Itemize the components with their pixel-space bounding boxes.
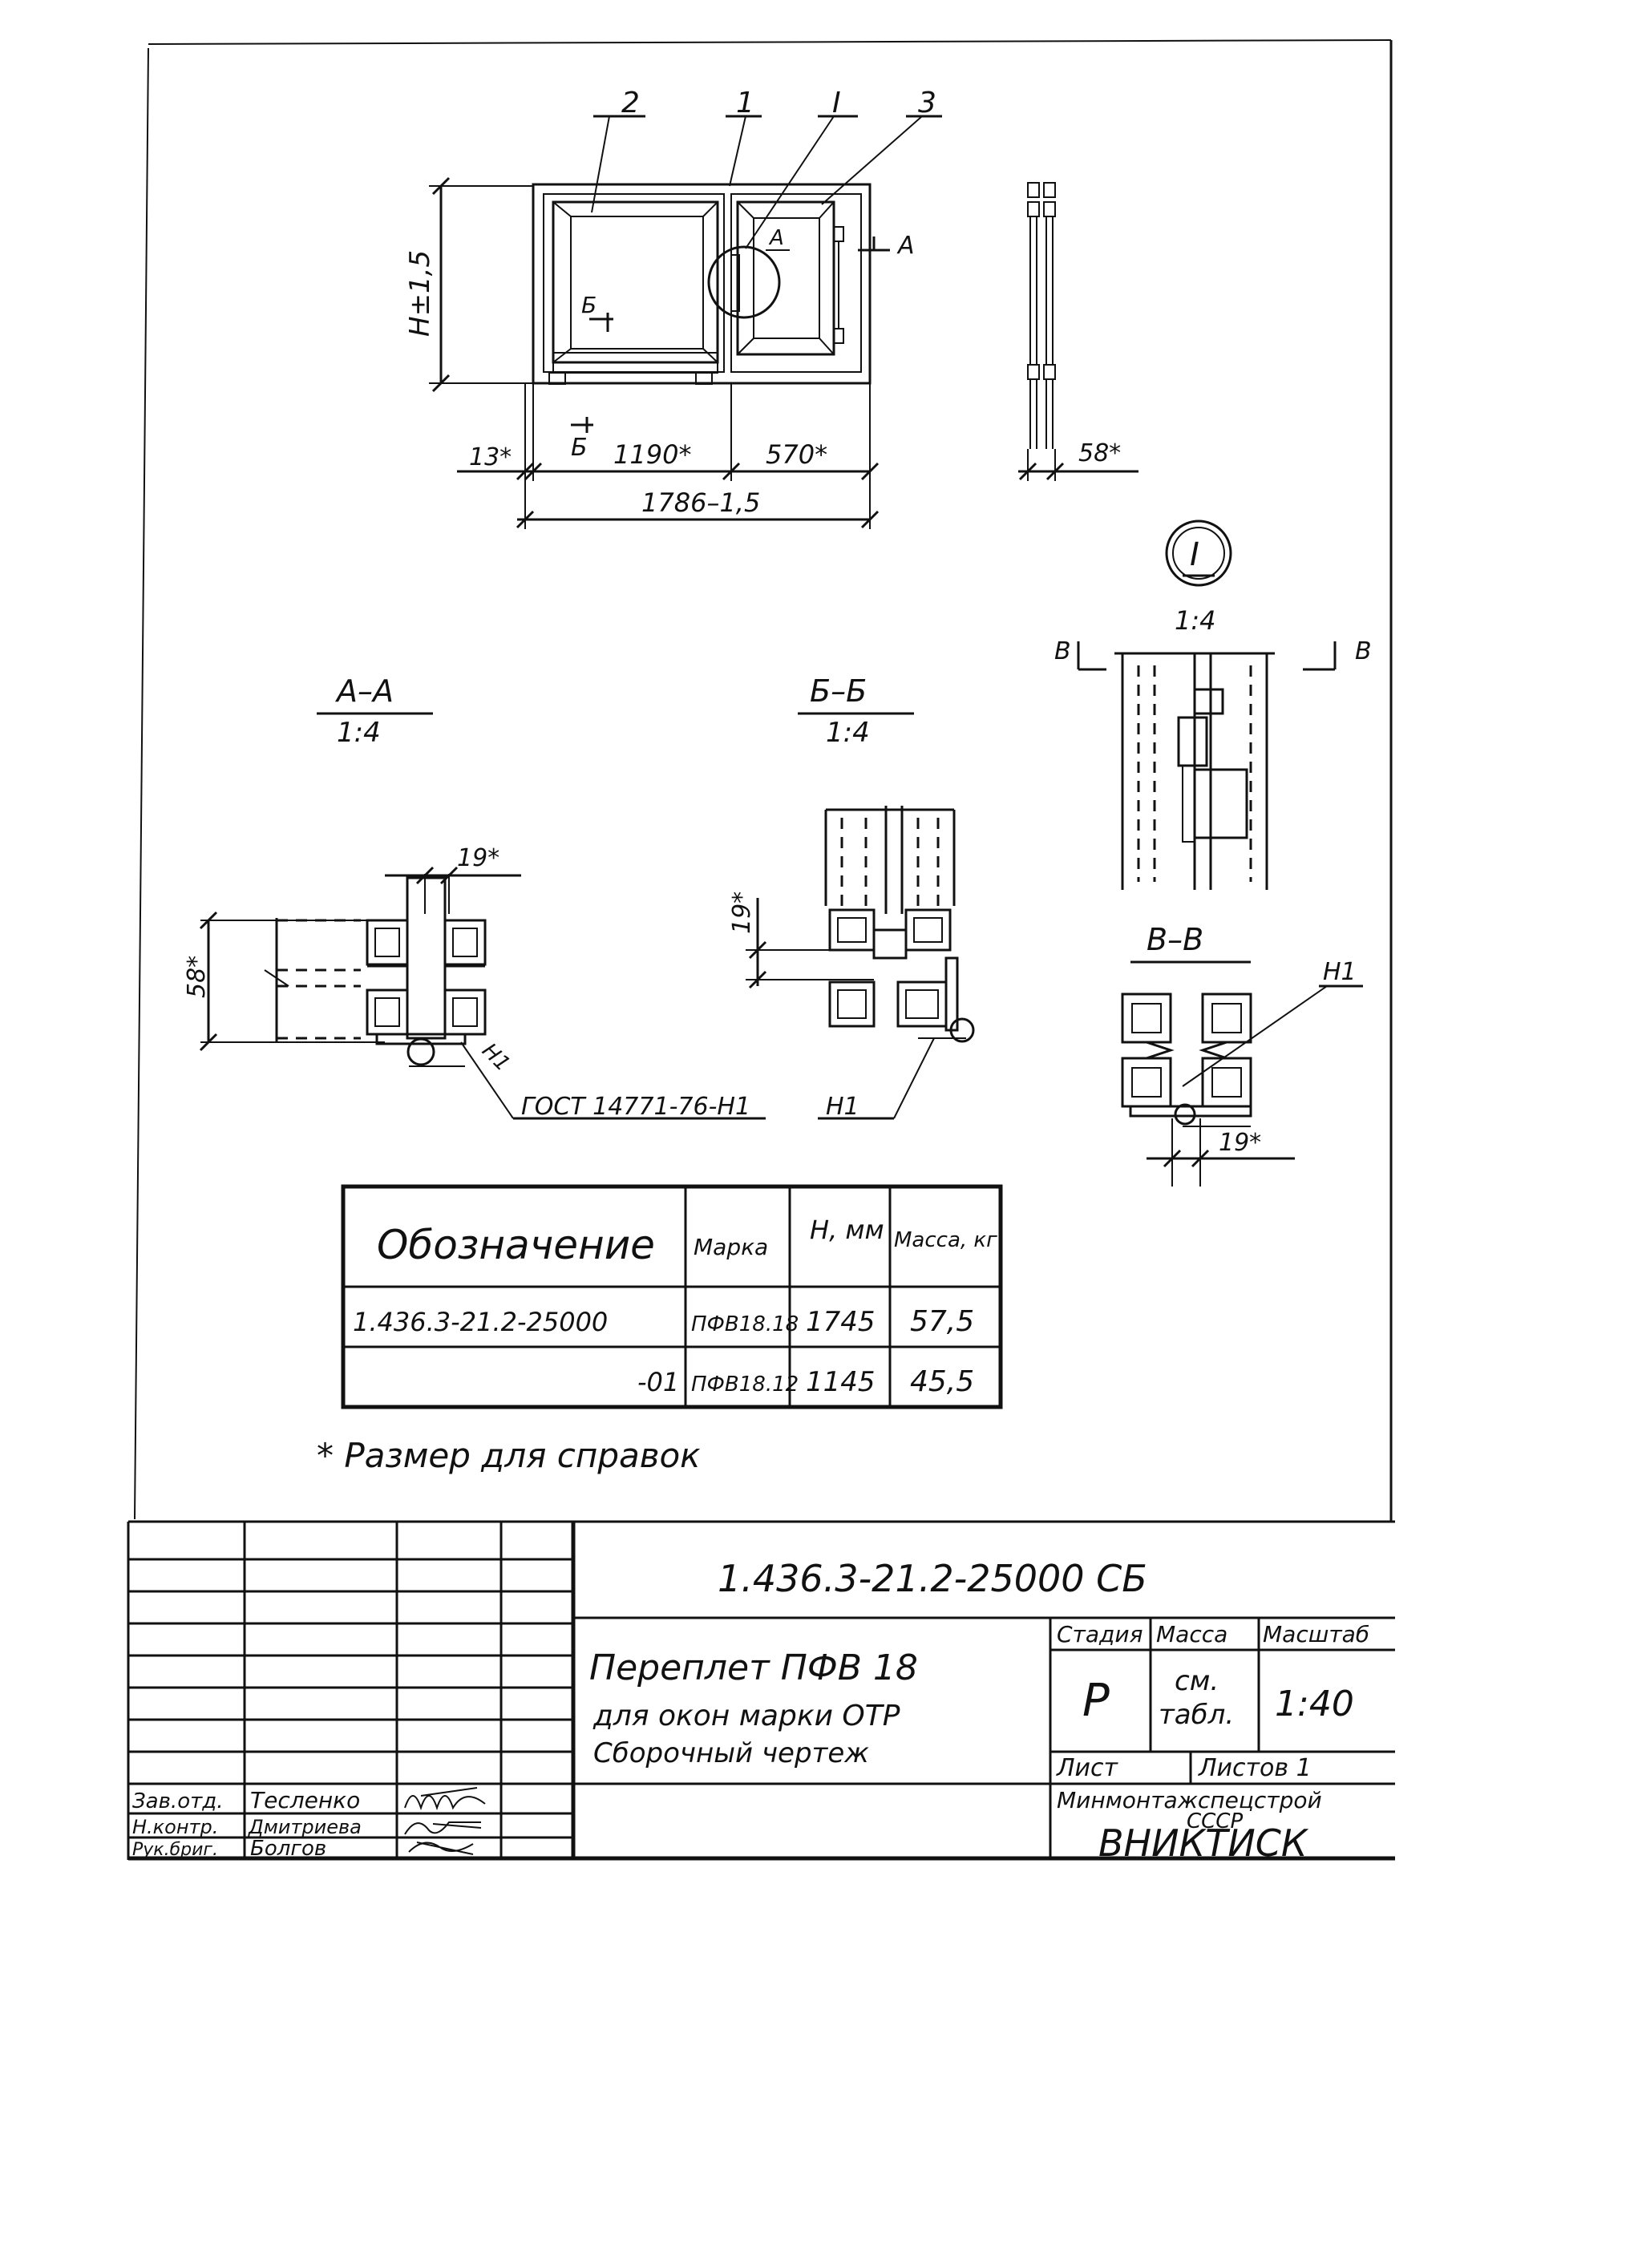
- section-vv-title: В–В: [1147, 922, 1203, 957]
- stage-header: Стадия: [1057, 1621, 1143, 1647]
- section-aa-view: A–A 1:4 19* 58*: [183, 673, 766, 1121]
- reference-size-note: * Размер для справок: [317, 1436, 701, 1475]
- section-aa-scale: 1:4: [337, 717, 381, 749]
- drawing-title-line3: Сборочный чертеж: [593, 1737, 869, 1769]
- sheet-frame: [127, 39, 1395, 1861]
- table-cell-r2-height: 1145: [806, 1366, 876, 1398]
- table-header-mass: Масса, кг: [894, 1228, 997, 1252]
- section-aa-dim-top: 19*: [457, 844, 499, 872]
- table-cell-r1-designation: 1.436.3-21.2-25000: [353, 1307, 608, 1337]
- section-mark-v-left: B: [1054, 637, 1071, 665]
- signature-name-3: Болгов: [250, 1837, 326, 1861]
- section-bb-scale: 1:4: [826, 717, 870, 749]
- height-dimension: H±1,5: [404, 250, 436, 337]
- signature-scribble-1: [404, 1787, 486, 1811]
- section-aa-title: A–A: [334, 673, 394, 709]
- table-cell-r2-mass: 45,5: [910, 1365, 974, 1398]
- signature-scribble-2: [404, 1821, 482, 1835]
- mass-value-line1: см.: [1175, 1665, 1219, 1697]
- dim-1190: 1190*: [613, 439, 691, 470]
- table-cell-r1-mark: ПФВ18.18: [691, 1312, 799, 1336]
- side-depth-dimension: 58*: [1078, 439, 1121, 467]
- section-aa-dim-left: 58*: [183, 956, 211, 998]
- table-header-height: Н, мм: [810, 1215, 884, 1245]
- signature-role-2: Н.контр.: [132, 1816, 218, 1838]
- drawing-title-line2: для окон марки ОТР: [592, 1700, 900, 1732]
- drawing-title-line1: Переплет ПФВ 18: [589, 1647, 918, 1688]
- mass-value-line2: табл.: [1159, 1699, 1234, 1731]
- overall-width-dimension: 1786–1,5: [641, 487, 760, 518]
- table-cell-r2-mark: ПФВ18.12: [691, 1373, 799, 1397]
- org-ministry-line2: СССР: [1187, 1809, 1243, 1833]
- org-name: ВНИКТИСК: [1098, 1821, 1309, 1865]
- detail-i-view: I 1:4 B B: [1054, 519, 1372, 890]
- callout-i: I: [832, 87, 841, 119]
- spec-table: Обозначение Марка Н, мм Масса, кг 1.436.…: [341, 1184, 1003, 1409]
- window-elevation-view: 2 1 I 3 A A Б H±1,5 13* Б 1190*: [404, 87, 1138, 529]
- sheets-count-label: Листов 1: [1198, 1754, 1312, 1782]
- section-mark-v-right: B: [1355, 637, 1372, 665]
- section-vv-view: В–В Н1 19*: [1121, 922, 1363, 1187]
- callout-3: 3: [918, 87, 936, 119]
- section-mark-a-right: A: [896, 232, 915, 260]
- detail-i-scale: 1:4: [1175, 605, 1216, 636]
- sheet-label: Лист: [1056, 1754, 1119, 1782]
- table-cell-r1-mass: 57,5: [910, 1305, 974, 1338]
- section-aa-weld-label: Н1: [477, 1039, 515, 1077]
- scale-header: Масштаб: [1263, 1621, 1369, 1647]
- table-header-mark: Марка: [694, 1234, 768, 1260]
- signature-scribble-3: [408, 1841, 474, 1855]
- mass-header: Масса: [1156, 1621, 1227, 1647]
- scale-value: 1:40: [1275, 1684, 1354, 1724]
- org-ministry-line1: Минмонтажспецстрой: [1057, 1787, 1322, 1813]
- document-code: 1.436.3-21.2-25000 СБ: [718, 1557, 1147, 1600]
- table-cell-r2-designation: -01: [637, 1367, 679, 1397]
- detail-i-label: I: [1190, 536, 1199, 573]
- section-mark-a-left: A: [768, 226, 784, 250]
- section-mark-b-top: Б: [581, 292, 597, 318]
- dim-13: 13*: [469, 443, 512, 471]
- callout-2: 2: [621, 87, 640, 119]
- table-header-designation: Обозначение: [377, 1222, 655, 1268]
- title-block: 1.436.3-21.2-25000 СБ Переплет ПФВ 18 дл…: [128, 1522, 1395, 1865]
- signature-name-1: Тесленко: [250, 1787, 360, 1813]
- signature-name-2: Дмитриева: [248, 1816, 362, 1838]
- callout-1: 1: [736, 87, 754, 119]
- section-mark-b-bottom: Б: [571, 434, 588, 462]
- section-vv-weld-label: Н1: [1323, 958, 1357, 986]
- signature-role-3: Рук.бриг.: [132, 1840, 218, 1860]
- section-aa-leader-label: ГОСТ 14771-76-Н1: [521, 1093, 750, 1121]
- section-bb-dim-left: 19*: [728, 891, 756, 934]
- signature-role-1: Зав.отд.: [132, 1789, 223, 1813]
- section-bb-weld-label: Н1: [826, 1093, 859, 1121]
- section-vv-dim-bottom: 19*: [1219, 1129, 1261, 1157]
- table-cell-r1-height: 1745: [806, 1306, 876, 1338]
- section-bb-view: Б–Б 1:4 19* Н1: [728, 673, 975, 1121]
- stage-value: Р: [1082, 1675, 1110, 1727]
- table-header-height: Н, мм: [810, 1215, 884, 1245]
- section-bb-title: Б–Б: [810, 673, 867, 709]
- dim-570: 570*: [766, 439, 827, 470]
